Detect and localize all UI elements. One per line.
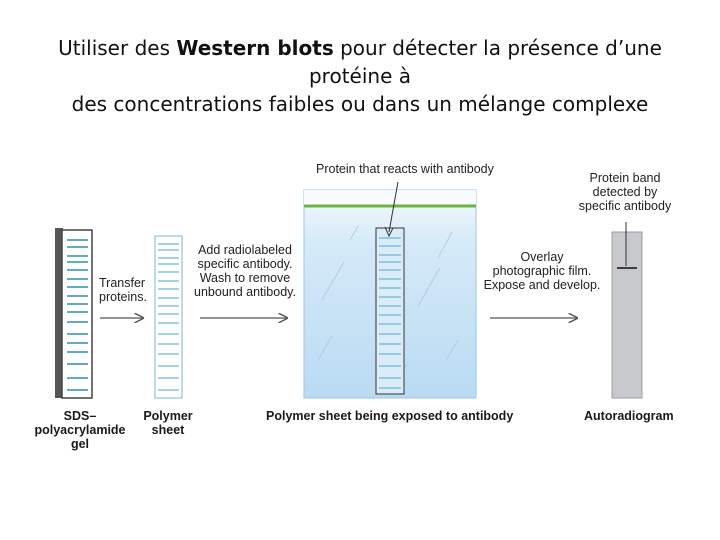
gel-bands xyxy=(67,239,88,391)
slide-title: Utiliser des Western blots pour détecter… xyxy=(20,34,700,118)
pointer-protein-reacts xyxy=(388,181,399,233)
title-line1-pre: Utiliser des xyxy=(58,36,177,60)
polymer-sheet xyxy=(154,235,183,399)
immersed-sheet-bands xyxy=(379,237,401,389)
title-line2: des concentrations faibles ou dans un mé… xyxy=(71,92,649,116)
gel-body xyxy=(61,229,93,399)
label-add-antibody: Add radiolabeled specific antibody. Wash… xyxy=(194,243,296,299)
immersed-sheet xyxy=(375,227,405,395)
caption-sds-gel: SDS– polyacrylamide gel xyxy=(34,409,126,451)
label-protein-band: Protein band detected by specific antibo… xyxy=(578,171,672,213)
liquid-reflections xyxy=(317,225,459,381)
title-line1-post: pour détecter la présence d’une protéine… xyxy=(308,36,662,88)
caption-autoradiogram: Autoradiogram xyxy=(584,409,674,423)
polymer-sheet-body xyxy=(154,235,183,399)
antibody-container xyxy=(303,181,477,399)
caption-polymer-sheet: Polymer sheet xyxy=(143,409,193,437)
container-top xyxy=(304,190,476,206)
autoradiogram-film xyxy=(611,231,643,399)
polymer-sheet-bands xyxy=(158,243,179,391)
label-overlay: Overlay photographic film. Expose and de… xyxy=(483,250,601,292)
autoradiogram xyxy=(611,222,643,399)
label-transfer-proteins: Transfer proteins. xyxy=(99,276,147,304)
caption-exposed-sheet: Polymer sheet being exposed to antibody xyxy=(266,409,514,423)
gel-side-shadow xyxy=(55,228,63,398)
title-line1-bold: Western blots xyxy=(176,36,334,60)
sds-gel xyxy=(55,228,93,399)
label-protein-reacts: Protein that reacts with antibody xyxy=(316,162,494,176)
